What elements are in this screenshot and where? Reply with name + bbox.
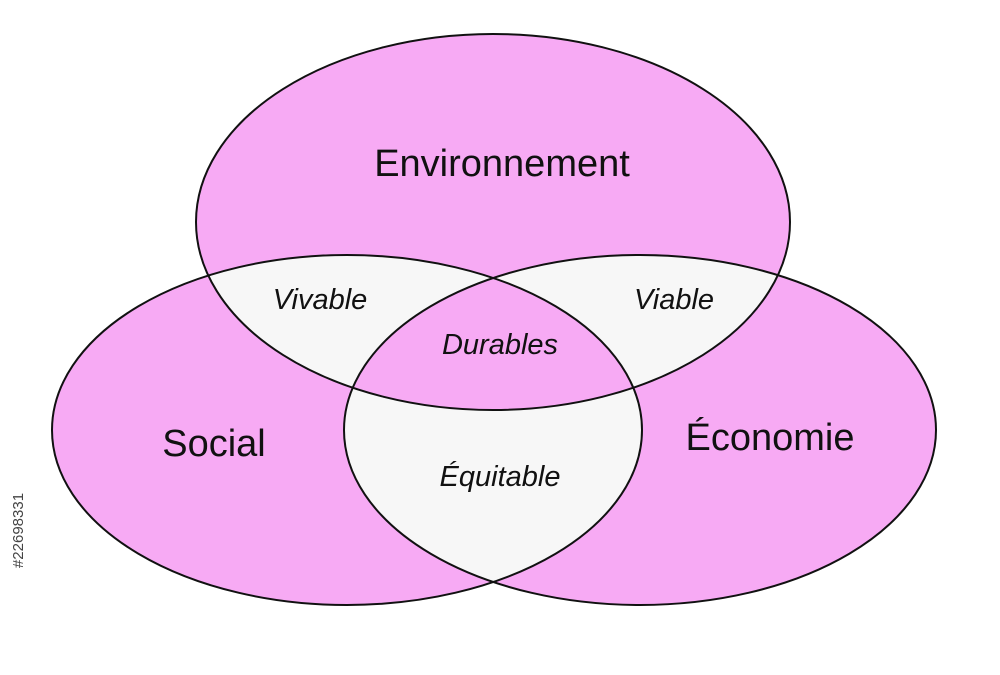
label-vivable: Vivable	[273, 284, 368, 316]
stock-image-id: #22698331	[6, 445, 32, 615]
outline-social	[51, 254, 643, 606]
label-economy: Économie	[686, 416, 855, 459]
label-social: Social	[162, 423, 266, 465]
label-environment: Environnement	[374, 143, 630, 185]
label-durables: Durables	[442, 329, 558, 361]
outline-economy	[343, 254, 937, 606]
label-equitable: Équitable	[440, 460, 561, 493]
circle-outlines	[51, 33, 937, 606]
label-viable: Viable	[634, 284, 714, 316]
region-center	[344, 255, 642, 410]
outline-environment	[195, 33, 791, 411]
stock-image-id-text: #22698331	[10, 492, 28, 568]
